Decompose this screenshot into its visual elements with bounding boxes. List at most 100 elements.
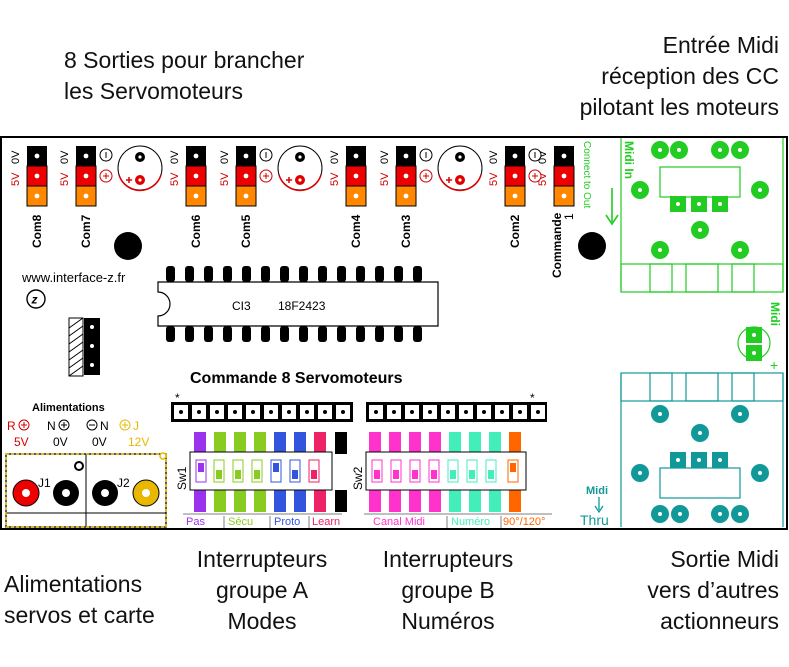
com-label: Com2 <box>508 214 522 248</box>
caption-line: pilotant les moteurs <box>579 94 779 120</box>
caption-line: Alimentations <box>4 571 143 597</box>
power-12v: 12V <box>128 435 149 449</box>
sw1-label: Sw1 <box>175 466 189 490</box>
pin-label-0v: 0V <box>59 150 71 164</box>
mounting-hole <box>114 232 142 260</box>
power-5v: 5V <box>14 435 29 449</box>
switch-group-labels: Pas Sécu Proto Learn Canal Midi Numéro 9… <box>183 513 552 528</box>
switch-leads-bottom <box>194 490 521 512</box>
dip-switch-sw2: Sw2 <box>351 451 527 491</box>
servo-connectors <box>26 146 575 207</box>
connector-com2 <box>504 146 526 207</box>
website-label: www.interface-z.fr <box>21 270 126 285</box>
power-title: Alimentations <box>32 402 105 414</box>
group-label-secu: Sécu <box>228 516 253 528</box>
pin-label-0v: 0V <box>219 150 231 164</box>
caption-line: groupe A <box>215 577 309 603</box>
power-j-label: J <box>133 419 139 433</box>
connector-com7 <box>75 146 97 207</box>
power-0v-b: 0V <box>92 435 107 449</box>
group-label-proto: Proto <box>274 516 300 528</box>
connector-com8 <box>26 146 48 207</box>
midi-thru-connector: Midi Thru <box>580 372 784 528</box>
power-0v-a: 0V <box>53 435 68 449</box>
com-label: Com7 <box>79 214 93 248</box>
capacitors <box>117 145 483 192</box>
caption-line: Numéros <box>401 608 495 634</box>
caption-line: vers d’autres <box>647 577 779 603</box>
connect-to-out-label: Connect to Out <box>581 141 592 208</box>
caption-midi-in: Entrée Midi réception des CC pilotant le… <box>580 30 779 123</box>
midi-in-connector: Midi In Connect to Out Midi + <box>581 138 784 373</box>
power-section: Alimentations R N N J 5V 0V 0V 12V J1 J2 <box>5 402 167 528</box>
com-labels: Com8 Com7 Com6 Com5 Com4 Com3 Com2 Comma… <box>30 212 576 278</box>
plus-sign: + <box>770 357 778 373</box>
caption-line: Sortie Midi <box>670 546 779 572</box>
connector-com3 <box>395 146 417 207</box>
j2-label: J2 <box>117 476 130 490</box>
commande-number: 1 <box>562 213 576 220</box>
caption-line: Modes <box>227 608 297 634</box>
com-label: Com8 <box>30 214 44 248</box>
star-mark: * <box>530 391 535 405</box>
pin-label-5v: 5V <box>59 172 71 186</box>
com-label: Com6 <box>189 214 203 248</box>
pin-label-5v: 5V <box>219 172 231 186</box>
caption-power: Alimentations servos et carte <box>4 569 155 631</box>
pin-label-5v: 5V <box>329 172 341 186</box>
pin-header-a: * <box>171 391 353 422</box>
caption-line: Entrée Midi <box>662 32 779 58</box>
mounting-hole <box>578 232 606 260</box>
caption-line: groupe B <box>401 577 495 603</box>
caption-line: Interrupteurs <box>382 546 514 572</box>
com-label: Com5 <box>239 214 253 248</box>
hatched-connector <box>68 317 100 377</box>
caption-line: Interrupteurs <box>196 546 328 572</box>
thru-bottom-label: Thru <box>580 512 609 528</box>
connector-com4 <box>345 146 367 207</box>
z-logo: z <box>26 289 46 309</box>
star-mark: * <box>175 391 180 405</box>
dip-switch-sw1: Sw1 <box>175 451 333 491</box>
pin-label-5v: 5V <box>379 172 391 186</box>
group-label-numero: Numéro <box>451 516 490 528</box>
pin-label-5v: 5V <box>169 172 181 186</box>
com-label-commande: Commande <box>550 212 564 278</box>
group-label-angle: 90°/120° <box>503 516 545 528</box>
power-r-label: R <box>7 419 16 433</box>
midi-side-label: Midi <box>768 302 782 326</box>
pin-header-b: * <box>366 391 547 422</box>
chip-ref: CI3 <box>232 299 251 313</box>
group-label-learn: Learn <box>312 516 340 528</box>
caption-line: actionneurs <box>660 608 779 634</box>
caption-line: les Servomoteurs <box>64 78 243 104</box>
sw2-label: Sw2 <box>351 466 365 490</box>
pin-label-5v: 5V <box>488 172 500 186</box>
switch-leads-top <box>194 432 521 454</box>
caption-line: 8 Sorties pour brancher <box>64 47 305 73</box>
caption-outputs: 8 Sorties pour brancher les Servomoteurs <box>64 45 304 107</box>
connector-com5 <box>235 146 257 207</box>
board-title: Commande 8 Servomoteurs <box>190 370 403 387</box>
svg-text:z: z <box>31 293 38 307</box>
caption-line: réception des CC <box>601 63 779 89</box>
caption-group-b: Interrupteurs groupe B Numéros <box>363 544 533 637</box>
power-n-label: N <box>47 419 56 433</box>
pin-label-0v: 0V <box>488 150 500 164</box>
caption-midi-out: Sortie Midi vers d’autres actionneurs <box>647 544 779 637</box>
com-label: Com4 <box>349 214 363 248</box>
connector-commande <box>553 146 575 207</box>
connector-com6 <box>185 146 207 207</box>
chip-model: 18F2423 <box>278 299 326 313</box>
power-n2-label: N <box>100 419 109 433</box>
pin-label-0v: 0V <box>10 150 22 164</box>
caption-group-a: Interrupteurs groupe A Modes <box>177 544 347 637</box>
caption-line: servos et carte <box>4 602 155 628</box>
polarity-marks <box>99 148 542 183</box>
thru-top-label: Midi <box>586 485 608 497</box>
pin-label-0v: 0V <box>379 150 391 164</box>
pin-label-5v: 5V <box>10 172 22 186</box>
j1-label: J1 <box>38 476 51 490</box>
microcontroller-chip: CI3 18F2423 <box>157 266 439 342</box>
